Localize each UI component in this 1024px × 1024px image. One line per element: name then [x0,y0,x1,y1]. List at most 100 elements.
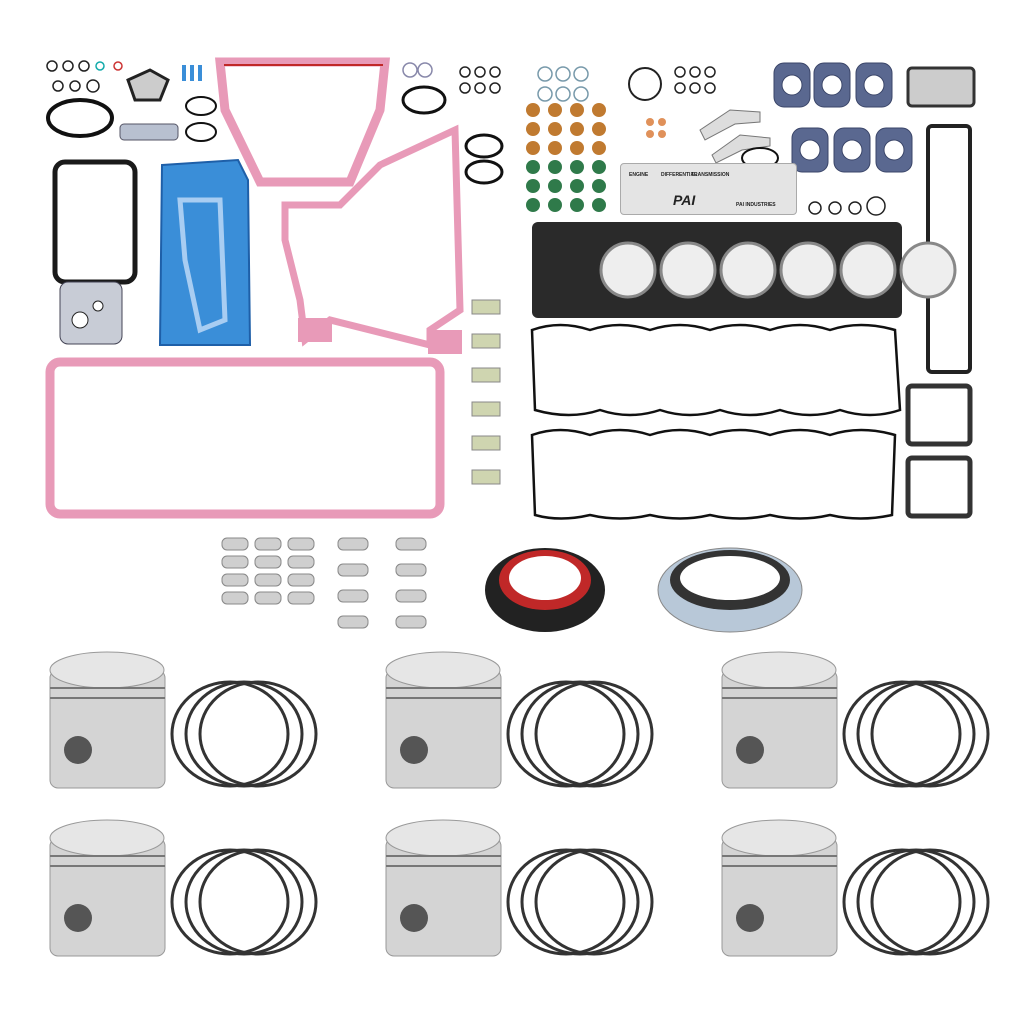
piston-ring [856,680,976,788]
blue-oil-cooler-gasket [158,158,252,346]
tag-company-name: PAI INDUSTRIES [736,202,776,208]
tag-brand-logo: PAI [673,192,696,208]
piston-ring [184,848,304,956]
piston-ring [198,848,318,956]
cylinder-bore [779,241,837,299]
piston-ring [534,680,654,788]
valve-stem-seal [592,122,606,136]
piston-crown [385,819,501,857]
wrist-pin-bore [400,904,428,932]
rod-bearing [395,563,427,577]
main-bearing [221,591,249,605]
piston-and-rings [49,651,318,789]
water-pump-gasket [126,68,170,102]
o-rings-medium [185,85,504,185]
tag-heading-transmission: TRANSMISSION [691,172,730,178]
filter-head-gasket [59,281,123,345]
cylinder-bores [599,241,957,299]
piston-ring [198,680,318,788]
valve-stem-seal [570,103,584,117]
main-bearing [254,537,282,551]
rear-cover-gasket [215,57,390,187]
piston-crown [385,651,501,689]
exhaust-gasket [813,62,851,108]
exhaust-gasket [833,127,871,173]
valve-stem-seal [592,179,606,193]
valve-stem-seal [526,160,540,174]
valve-stem-seal [570,179,584,193]
valve-stem-seal [548,141,562,155]
piston-ring [534,848,654,956]
valve-stem-seal [570,160,584,174]
main-bearing [254,591,282,605]
injector-washers [646,118,666,138]
wrist-pin-bore [736,736,764,764]
main-bearing [287,573,315,587]
piston-and-rings [385,819,654,957]
valve-stem-seals [526,103,606,212]
valve-stem-seal [526,122,540,136]
engine-bearings [221,537,427,629]
rod-bearing [395,589,427,603]
valve-stem-seal [570,122,584,136]
piston-ring [842,680,962,788]
piston-crown [721,819,837,857]
valve-cover-gasket-lower [530,428,897,520]
front-crank-seal [485,548,605,632]
small-plate-gasket [119,123,179,141]
valve-stem-seal [526,103,540,117]
main-bearing [287,591,315,605]
o-rings-right [459,66,886,216]
valve-cover-gasket-upper [530,323,902,417]
piston-and-rings [721,651,990,789]
exhaust-gasket [791,127,829,173]
square-gasket [905,383,973,447]
piston-ring [520,848,640,956]
valve-stem-seal [548,198,562,212]
piston-ring [856,848,976,956]
oil-cooler-gasket [52,159,138,285]
exhaust-gasket [773,62,811,108]
front-cover-gasket [281,124,464,354]
cylinder-bore [599,241,657,299]
pistons [49,651,990,957]
valve-stem-seal [548,179,562,193]
valve-stem-seal [548,103,562,117]
piston-crown [49,819,165,857]
valve-stem-seal [526,141,540,155]
valve-stem-seal [526,198,540,212]
cylinder-bore [899,241,957,299]
kit-description-tag: ENGINE DIFFERENTIAL TRANSMISSION PAI PAI… [620,163,797,215]
piston-crown [49,651,165,689]
turbo-gasket [906,66,976,108]
rod-bearing [337,615,369,629]
valve-stem-seal [570,141,584,155]
piston-ring [170,680,290,788]
valve-stem-seal [592,160,606,174]
exhaust-manifold-gaskets [773,62,913,173]
square-gasket [905,455,973,519]
cylinder-bore [839,241,897,299]
main-bearing [221,573,249,587]
piston-cooling-nozzles [471,299,501,485]
piston-ring [184,680,304,788]
exhaust-gasket [875,127,913,173]
rod-bearing [337,589,369,603]
valve-stem-seal [592,103,606,117]
piston-ring [520,680,640,788]
rod-bearing [337,563,369,577]
rear-crank-seal [657,547,803,633]
main-bearing [254,573,282,587]
valve-stem-seal [526,179,540,193]
piston-ring [506,680,626,788]
valve-stem-seal [548,160,562,174]
exhaust-gasket [855,62,893,108]
tag-heading-differential: DIFFERENTIAL [661,172,698,178]
rod-bearing [337,537,369,551]
wrist-pin-bore [64,736,92,764]
piston-ring [870,680,990,788]
rod-bearing [395,615,427,629]
rod-bearing [395,537,427,551]
